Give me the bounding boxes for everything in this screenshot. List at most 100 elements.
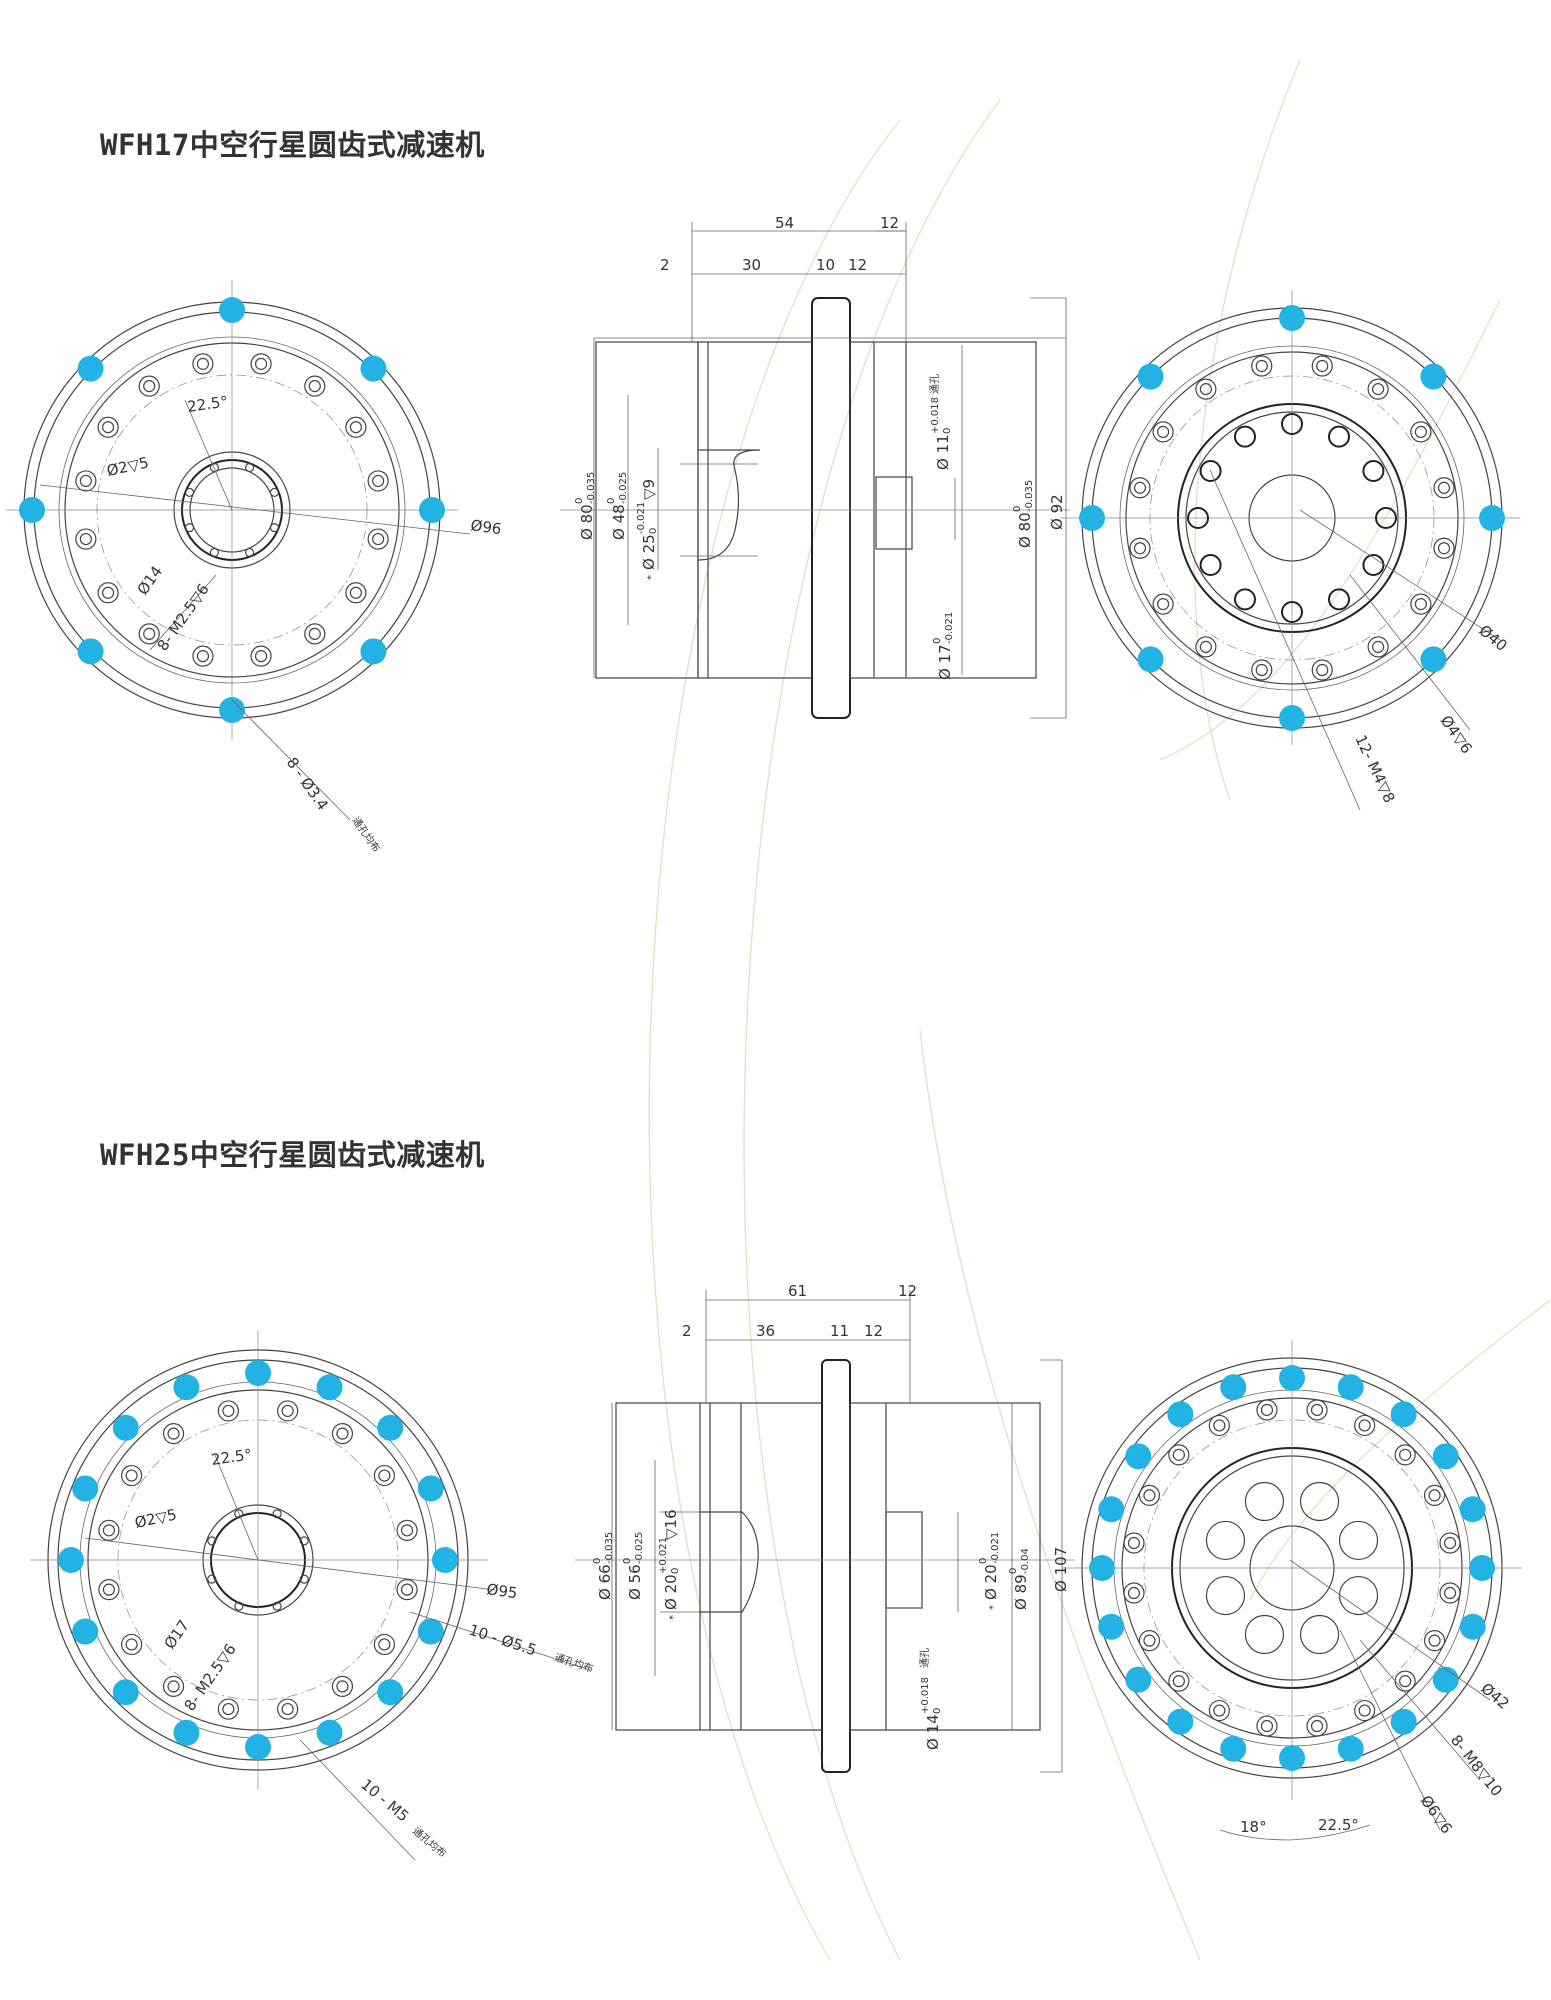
bolt-hole-inner (1310, 1403, 1324, 1417)
bolt-hole-inner (1414, 425, 1427, 438)
output-thread-hole (1244, 1481, 1285, 1522)
s1-front-outer: Ø96 (469, 516, 502, 538)
mounting-hole-blue (1420, 363, 1447, 390)
mounting-hole-blue (316, 1719, 343, 1746)
mounting-hole-blue (1469, 1555, 1495, 1581)
s2-side-d2-upper: 0 (622, 1558, 633, 1564)
bolt-hole-inner (102, 1524, 116, 1537)
s1-back-pin: Ø4▽6 (1437, 712, 1476, 757)
s2-front-bore: Ø17 (161, 1617, 193, 1653)
s1-back-thread: 12- M4▽8 (1351, 732, 1398, 806)
mounting-hole-blue (1125, 1666, 1152, 1693)
mounting-hole-blue (1420, 646, 1447, 673)
output-thread-hole (1299, 1481, 1340, 1522)
bolt-hole-inner (1172, 1675, 1185, 1688)
bolt-hole-inner (1143, 1489, 1156, 1502)
mounting-hole-blue (1279, 305, 1305, 331)
bolt-hole (1123, 1532, 1145, 1554)
s1-side-d2-upper: 0 (606, 498, 617, 504)
bolt-hole (345, 582, 367, 604)
bolt-hole-inner (1255, 663, 1268, 677)
s1-front-bore: Ø14 (134, 563, 166, 599)
bolt-hole (277, 1698, 299, 1720)
s2-side-d5-upper: +0.018 (920, 1677, 931, 1714)
s2-side-step3: 11 (830, 1322, 849, 1340)
section-title-wfh17: WFH17中空行星圆齿式减速机 (100, 128, 485, 162)
bolt-hole (250, 645, 272, 667)
bolt-hole-inner (79, 532, 92, 546)
bolt-hole (1354, 1699, 1376, 1722)
bolt-hole-inner (308, 627, 321, 640)
s1-front-thru-note: 通孔均布 (350, 815, 383, 855)
thread-hole (269, 487, 280, 497)
bolt-hole-inner (125, 1469, 138, 1482)
s1-side-d5-base: Ø 17 (936, 644, 954, 680)
mounting-hole-blue (72, 1618, 99, 1645)
s2-side-d5-note: 通孔 (919, 1648, 931, 1668)
mounting-hole-blue (360, 355, 387, 382)
mounting-hole-blue (1390, 1401, 1417, 1428)
bolt-hole (121, 1633, 143, 1656)
s1-side-d3-prefix: * (646, 575, 657, 580)
bolt-hole (217, 1400, 239, 1422)
bolt-hole (1208, 1414, 1230, 1437)
bolt-hole-inner (1199, 640, 1212, 653)
mounting-hole-blue (245, 1734, 271, 1760)
bolt-hole (1152, 593, 1174, 615)
wfh17-front-view: 22.5° Ø2▽5 Ø14 8- M2.5▽6 Ø96 8 - Ø3.4 通孔… (6, 280, 503, 854)
bolt-hole-inner (378, 1469, 391, 1482)
bolt-hole (75, 528, 97, 550)
mounting-hole-blue (58, 1547, 84, 1573)
bolt-hole (97, 582, 119, 604)
bolt-hole-inner (254, 357, 268, 370)
output-thread-hole (1187, 507, 1209, 529)
s2-side-d1-lower: -0.035 (604, 1532, 615, 1564)
s2-side-d2-base: Ø 56 (626, 1564, 644, 1600)
s1-back-pcd: Ø40 (1475, 621, 1510, 655)
bolt-hole (192, 353, 214, 375)
bolt-hole (367, 470, 389, 492)
bolt-hole-inner (400, 1524, 414, 1537)
section-title-wfh25: WFH25中空行星圆齿式减速机 (100, 1138, 485, 1172)
thread-hole (299, 1574, 309, 1584)
s2-front-thread: 8- M2.5▽6 (181, 1640, 240, 1714)
output-thread-hole (1281, 413, 1303, 435)
s2-front-thread2-note: 通孔均布 (410, 1825, 448, 1860)
bolt-hole-inner (1255, 359, 1268, 373)
s1-side-d3-base: Ø 25 (640, 534, 658, 570)
mounting-hole-blue (1220, 1374, 1247, 1401)
bolt-hole (1423, 1484, 1446, 1506)
bolt-hole-inner (1443, 1536, 1457, 1550)
bolt-hole-inner (1316, 359, 1329, 373)
bolt-hole-inner (349, 421, 362, 434)
thread-hole (234, 1509, 244, 1519)
bolt-hole (1129, 477, 1151, 499)
mounting-hole-blue (419, 497, 445, 523)
s2-side-d3-lower: 0 (670, 1568, 681, 1574)
thread-hole (207, 1536, 217, 1546)
bolt-hole-inner (125, 1638, 138, 1651)
bolt-hole (1251, 355, 1273, 377)
mounting-hole-blue (360, 638, 387, 665)
s2-side-d4-prefix: * (988, 1605, 999, 1610)
bolt-hole (331, 1423, 354, 1445)
wfh17-back-view: Ø40 Ø4▽6 12- M4▽8 (1060, 290, 1520, 811)
mounting-hole-blue (1479, 505, 1505, 531)
bolt-hole-inner (102, 586, 115, 599)
s1-side-d6-upper: 0 (1012, 506, 1023, 512)
s1-side-d1-upper: 0 (574, 498, 585, 504)
mounting-hole-blue (432, 1547, 458, 1573)
bolt-hole (1168, 1670, 1190, 1692)
bolt-hole-inner (1399, 1448, 1412, 1461)
s1-side-d2-base: Ø 48 (610, 504, 628, 540)
bolt-hole-inner (1172, 1448, 1185, 1461)
wfh25-front-view: 22.5° Ø2▽5 Ø17 8- M2.5▽6 Ø95 10 - Ø5.5 通… (30, 1330, 595, 1861)
thread-hole (209, 462, 219, 473)
s1-side-d5-lower: -0.021 (944, 612, 955, 644)
bolt-hole-inner (167, 1427, 180, 1440)
bolt-hole (1195, 636, 1217, 658)
bolt-hole (1439, 1582, 1461, 1604)
s2-side-d3-prefix: * (668, 1615, 679, 1620)
s2-back-angle2: 22.5° (1318, 1816, 1359, 1834)
wfh25-back-view: Ø42 Ø6▽6 8- M8▽10 18° 22.5° (1062, 1340, 1522, 1841)
